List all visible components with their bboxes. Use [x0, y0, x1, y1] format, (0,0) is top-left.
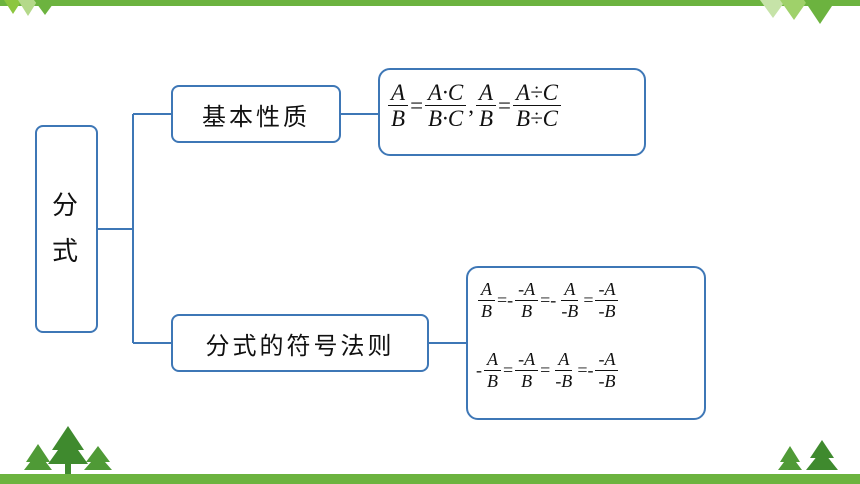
- fraction: A B: [475, 80, 496, 133]
- basic-property-formula: A B = A·C B·C , A B = A÷C B÷C: [388, 80, 561, 133]
- denominator: B: [481, 300, 492, 321]
- operator: =: [498, 93, 511, 119]
- operator: =: [410, 93, 424, 119]
- root-node: 分 式: [35, 125, 98, 333]
- numerator: A·C: [425, 80, 467, 107]
- operator: =: [583, 290, 594, 311]
- numerator: A: [484, 349, 501, 371]
- sign-rule-formula-row-2: - A B = -A B = A -B =- -A -B: [474, 349, 619, 391]
- top-left-triangle-decor: [4, 0, 56, 16]
- top-right-triangle-decor: [760, 0, 836, 24]
- denominator: B: [521, 370, 533, 391]
- denominator: B: [478, 106, 493, 132]
- fraction: A B: [388, 80, 409, 133]
- sign-rule-formula-box: A B =- -A B =- A -B = -A -B - A B = -A B…: [466, 266, 706, 420]
- sign-rule-label: 分式的符号法则: [205, 331, 395, 360]
- denominator: -B: [598, 370, 616, 391]
- numerator: A÷C: [512, 80, 561, 107]
- fraction: -A -B: [595, 279, 619, 321]
- numerator: -A: [595, 279, 619, 301]
- top-decor-bar: [0, 0, 860, 6]
- operator: -: [476, 360, 482, 381]
- fraction: -A -B: [595, 349, 619, 391]
- sign-rule-node: 分式的符号法则: [171, 314, 429, 372]
- denominator: B: [487, 370, 498, 391]
- denominator: B·C: [428, 106, 464, 132]
- operator: =-: [497, 290, 514, 311]
- fraction: -A B: [515, 279, 539, 321]
- operator: =-: [540, 290, 557, 311]
- fraction: A B: [478, 279, 495, 321]
- numerator: A: [478, 279, 495, 301]
- denominator: B: [521, 300, 533, 321]
- fraction: A·C B·C: [425, 80, 467, 133]
- bottom-right-trees-decor: [778, 440, 838, 470]
- operator: =: [540, 360, 551, 381]
- numerator: A: [561, 279, 579, 301]
- separator: ,: [468, 93, 474, 119]
- basic-property-formula-box: A B = A·C B·C , A B = A÷C B÷C: [378, 68, 646, 156]
- fraction: -A B: [515, 349, 539, 391]
- denominator: B÷C: [515, 106, 558, 132]
- numerator: -A: [515, 279, 539, 301]
- fraction: A B: [484, 349, 501, 391]
- numerator: -A: [595, 349, 619, 371]
- fraction: A÷C B÷C: [512, 80, 561, 133]
- operator: =: [503, 360, 514, 381]
- root-char-1: 分: [51, 191, 81, 221]
- root-char-2: 式: [51, 237, 81, 267]
- numerator: A: [388, 80, 409, 107]
- operator: =-: [577, 360, 594, 381]
- numerator: A: [555, 349, 573, 371]
- basic-property-label: 基本性质: [202, 102, 310, 131]
- bottom-decor-bar: [0, 474, 860, 484]
- fraction: A -B: [558, 279, 581, 321]
- basic-property-node: 基本性质: [171, 85, 341, 143]
- sign-rule-formula-row-1: A B =- -A B =- A -B = -A -B: [478, 279, 619, 321]
- denominator: -B: [555, 370, 573, 391]
- fraction: A -B: [552, 349, 575, 391]
- numerator: A: [475, 80, 496, 107]
- bottom-left-trees-decor: [24, 426, 112, 474]
- denominator: -B: [598, 300, 616, 321]
- denominator: -B: [561, 300, 579, 321]
- denominator: B: [391, 106, 406, 132]
- numerator: -A: [515, 349, 539, 371]
